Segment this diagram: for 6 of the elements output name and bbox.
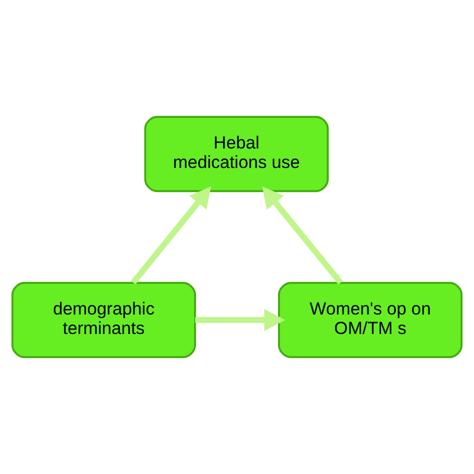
- node-box: Hebal medications use: [144, 116, 329, 192]
- node-box: demographic terminants: [11, 282, 196, 358]
- arrow: [195, 309, 286, 331]
- arrow: [262, 186, 343, 284]
- arrow: [130, 186, 212, 284]
- node-box: Women's op on OM/TM s: [278, 282, 463, 358]
